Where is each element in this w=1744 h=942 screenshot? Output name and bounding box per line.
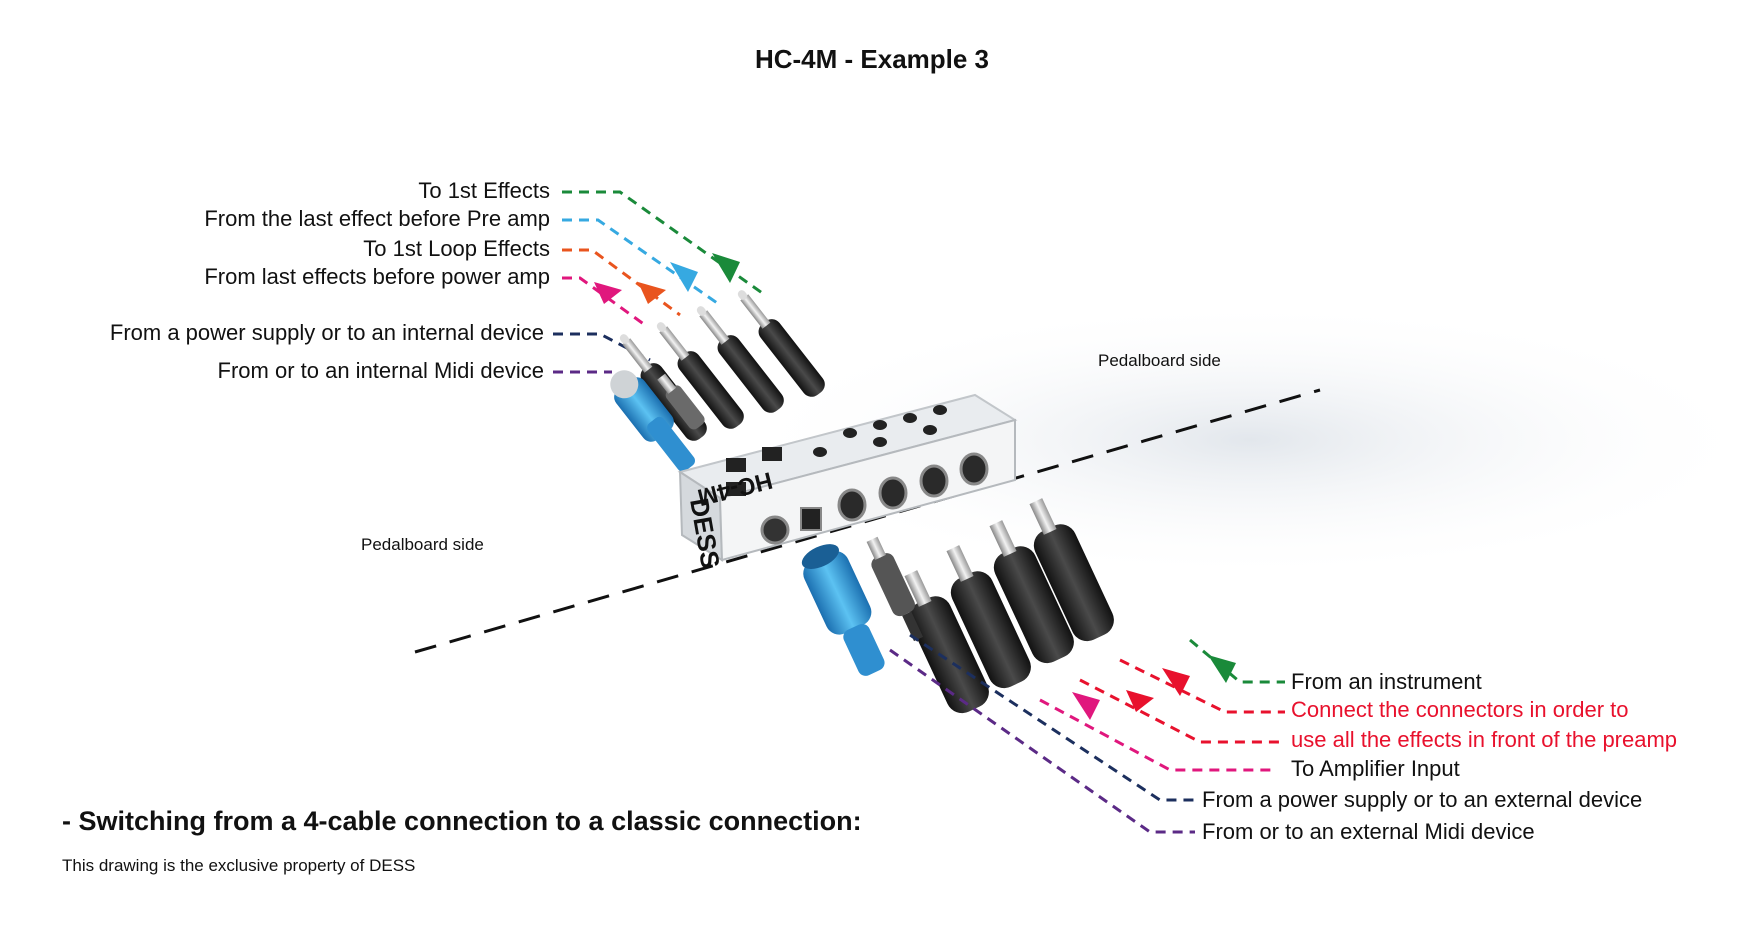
top-label-3: To 1st Loop Effects xyxy=(363,236,550,261)
leader-top-3 xyxy=(562,248,681,317)
top-midi-plug xyxy=(610,370,696,472)
bottom-label-5: From a power supply or to an external de… xyxy=(1202,787,1643,812)
arrow-top-green xyxy=(712,253,740,283)
arrow-bottom-red-2 xyxy=(1126,690,1154,712)
leader-bottom-6 xyxy=(889,648,1195,834)
bottom-label-1: From an instrument xyxy=(1291,669,1482,694)
bottom-label-4: To Amplifier Input xyxy=(1291,756,1460,781)
hc4m-device xyxy=(677,393,1018,562)
leader-bottom-1 xyxy=(1189,638,1285,684)
top-label-5: From a power supply or to an internal de… xyxy=(109,320,544,345)
bottom-label-2: Connect the connectors in order to xyxy=(1291,697,1629,722)
arrow-top-blue xyxy=(670,262,698,292)
leader-top-1 xyxy=(562,190,766,297)
bottom-label-3: use all the effects in front of the prea… xyxy=(1291,727,1678,752)
arrow-top-magenta xyxy=(594,282,622,304)
arrow-top-orange xyxy=(638,282,666,304)
leader-top-4 xyxy=(562,276,646,327)
arrow-bottom-red-1 xyxy=(1162,668,1190,696)
top-label-1: To 1st Effects xyxy=(418,178,550,203)
footer-heading: - Switching from a 4-cable connection to… xyxy=(62,806,862,836)
leader-bottom-4 xyxy=(1039,698,1275,772)
top-label-2: From the last effect before Pre amp xyxy=(204,206,550,231)
bottom-jack-plugs xyxy=(801,498,1114,714)
bottom-label-6: From or to an external Midi device xyxy=(1202,819,1535,844)
top-jack-plugs xyxy=(610,283,829,472)
pedalboard-side-right: Pedalboard side xyxy=(1098,351,1221,370)
bottom-midi-plug xyxy=(801,544,885,676)
leader-bottom-2 xyxy=(1119,658,1285,714)
arrow-bottom-green xyxy=(1208,655,1236,683)
background-haze xyxy=(730,300,1744,580)
arrow-bottom-magenta xyxy=(1072,692,1100,720)
leader-top-2 xyxy=(562,218,721,307)
top-label-6: From or to an internal Midi device xyxy=(217,358,544,383)
pedalboard-side-left: Pedalboard side xyxy=(361,535,484,554)
leader-bottom-3 xyxy=(1079,678,1285,744)
copyright-note: This drawing is the exclusive property o… xyxy=(62,856,416,875)
diagram-title: HC-4M - Example 3 xyxy=(754,44,990,74)
top-label-4: From last effects before power amp xyxy=(204,264,550,289)
